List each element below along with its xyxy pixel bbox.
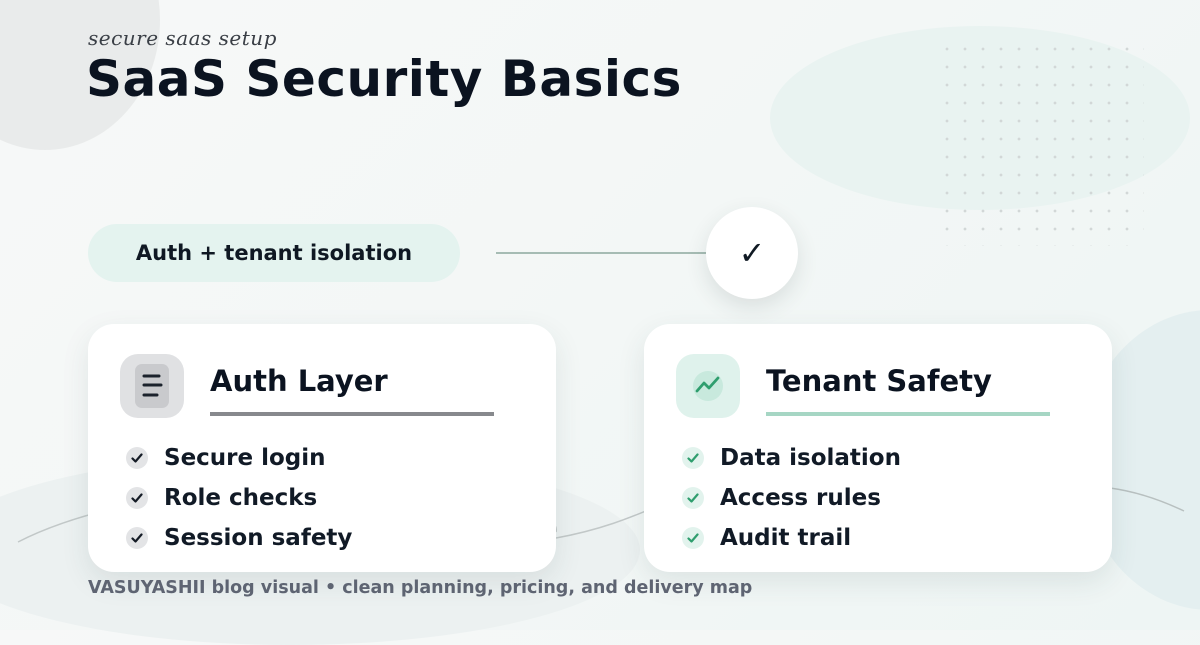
check-icon [126,527,148,549]
flow-pill: Auth + tenant isolation [88,224,460,282]
check-icon [682,447,704,469]
check-icon [126,447,148,469]
list-item: Role checks [126,478,352,518]
list-item: Audit trail [682,518,901,558]
status-check-badge: ✓ [706,207,798,299]
list-item: Data isolation [682,438,901,478]
item-label: Secure login [164,445,326,471]
item-label: Audit trail [720,525,852,551]
item-label: Access rules [720,485,881,511]
list-item: Session safety [126,518,352,558]
flow-connector-line [496,252,712,254]
item-label: Role checks [164,485,318,511]
footer-caption: VASUYASHII blog visual • clean planning,… [88,578,753,598]
document-lines-icon [120,354,184,418]
card-tenant-safety: Tenant Safety Data isolation Access rule… [644,324,1112,572]
card-item-list: Secure login Role checks Session safety [126,438,352,558]
check-icon [682,487,704,509]
dot-grid-pattern [938,40,1144,246]
flow-pill-label: Auth + tenant isolation [135,241,413,265]
page-title: SaaS Security Basics [86,50,682,108]
check-icon [682,527,704,549]
card-title-underline [766,412,1050,416]
list-item: Access rules [682,478,901,518]
trend-up-icon [676,354,740,418]
card-item-list: Data isolation Access rules Audit trail [682,438,901,558]
item-label: Session safety [164,525,353,551]
card-title: Tenant Safety [766,364,992,398]
card-title-underline [210,412,494,416]
eyebrow-subtitle: secure saas setup [88,26,277,50]
card-auth-layer: Auth Layer Secure login Role checks Sess… [88,324,556,572]
checkmark-icon: ✓ [738,234,766,272]
item-label: Data isolation [720,445,901,471]
check-icon [126,487,148,509]
card-title: Auth Layer [210,364,388,398]
list-item: Secure login [126,438,352,478]
